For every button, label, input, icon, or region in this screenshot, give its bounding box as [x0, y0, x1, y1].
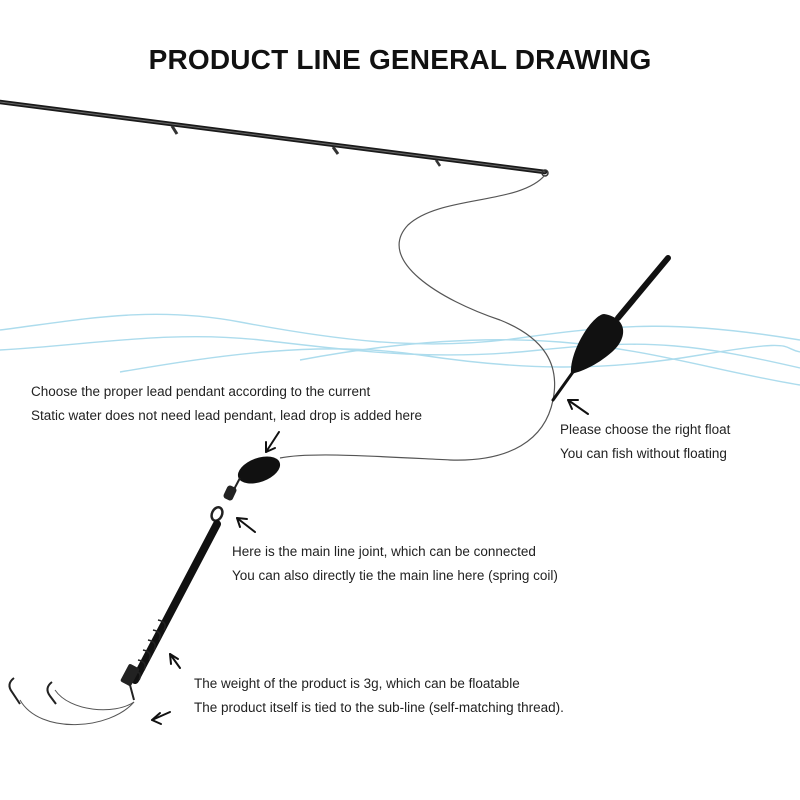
page-title: PRODUCT LINE GENERAL DRAWING [148, 44, 652, 75]
arrow-icon [151, 399, 589, 725]
float-icon [551, 255, 671, 402]
swivel-icon [210, 477, 241, 522]
main-line [279, 174, 556, 461]
note-line: The product itself is tied to the sub-li… [194, 700, 564, 715]
water-waves [0, 313, 800, 386]
float-note: Please choose the right float You can fi… [560, 418, 730, 466]
lead-weight-icon [237, 456, 281, 484]
fishing-rod-icon [0, 99, 549, 177]
note-line: Static water does not need lead pendant,… [31, 408, 423, 423]
note-line: Here is the main line joint, which can b… [232, 544, 536, 559]
product-weight-note: The weight of the product is 3g, which c… [194, 672, 564, 720]
note-line: You can fish without floating [560, 446, 727, 461]
main-line-joint-note: Here is the main line joint, which can b… [232, 540, 558, 588]
note-line: The weight of the product is 3g, which c… [194, 676, 520, 691]
hook-lines [19, 689, 135, 726]
note-line: Please choose the right float [560, 422, 731, 437]
lead-pendant-note: Choose the proper lead pendant according… [31, 380, 422, 428]
note-line: You can also directly tie the main line … [232, 568, 558, 583]
spring-feeder-icon [120, 520, 221, 701]
note-line: Choose the proper lead pendant according… [31, 384, 371, 399]
hook-icon [8, 677, 57, 705]
